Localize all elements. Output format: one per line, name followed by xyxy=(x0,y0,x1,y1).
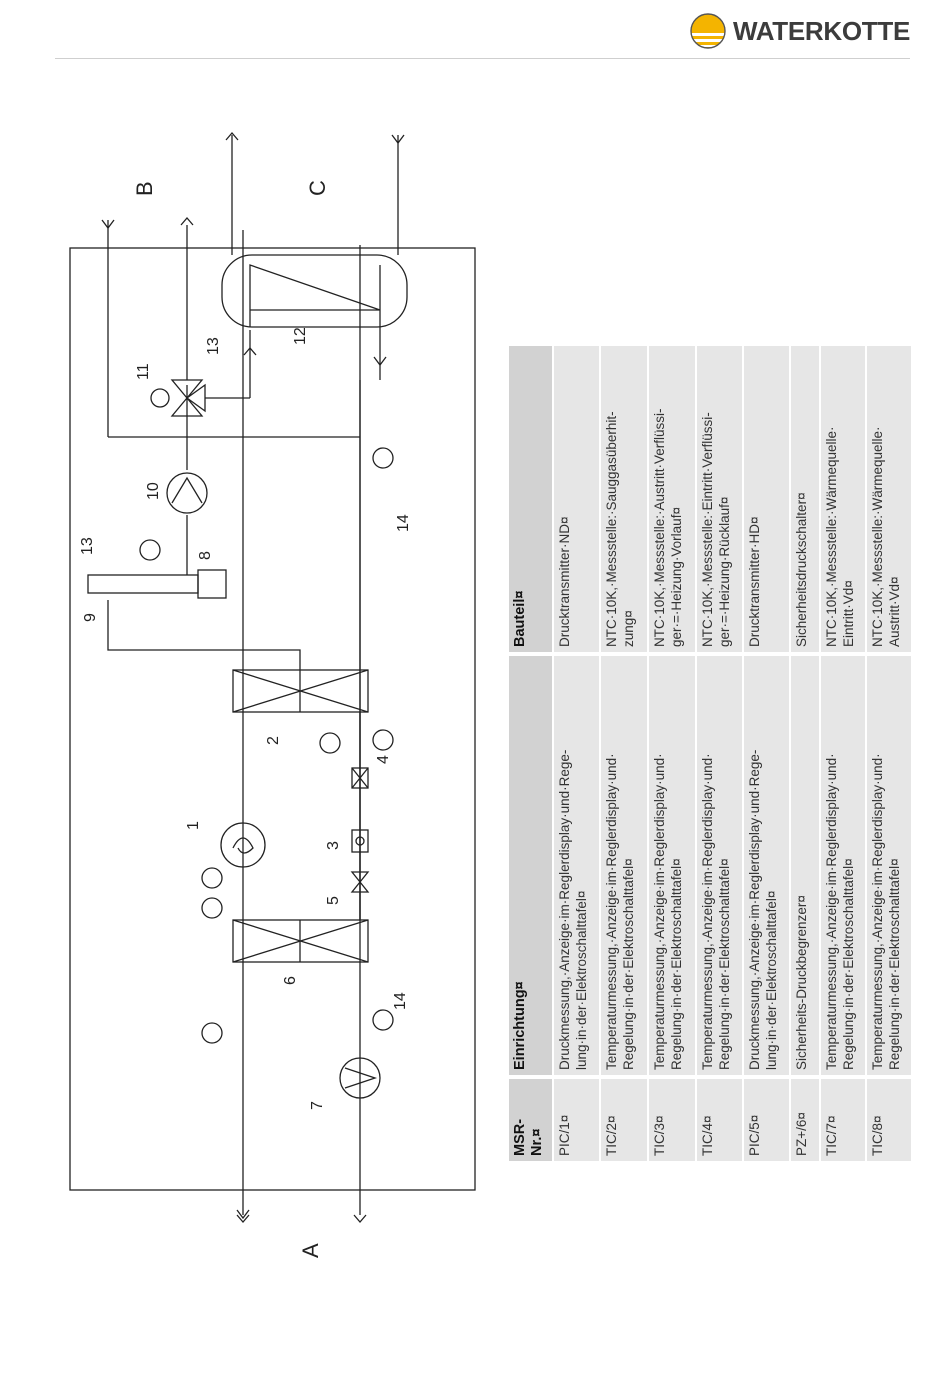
table-cell xyxy=(821,346,865,652)
table-header-cell xyxy=(509,346,552,652)
table-cell xyxy=(697,346,742,652)
table-cell xyxy=(697,1079,742,1161)
svg-text:C: C xyxy=(305,180,330,196)
table-cell-text: TIC/4¤ xyxy=(700,1115,715,1156)
svg-text:14: 14 xyxy=(392,992,409,1010)
table-cell xyxy=(649,346,695,652)
table-cell xyxy=(791,656,819,1075)
table-cell-text: NTC·10K,·Messstelle:·Wärmequelle·Eintrit… xyxy=(824,426,856,647)
table-cell-text: Drucktransmitter·HD¤ xyxy=(747,516,762,647)
table-cell xyxy=(867,346,911,652)
sun-logo-icon xyxy=(690,13,726,49)
table-cell xyxy=(554,1079,599,1161)
table-cell-text: Sicherheits-Druckbegrenzer¤ xyxy=(794,895,809,1070)
svg-text:11: 11 xyxy=(135,363,152,380)
svg-text:12: 12 xyxy=(292,327,309,345)
storage-tank-12 xyxy=(221,254,408,328)
table-cell-text: Sicherheitsdruckschalter¤ xyxy=(794,492,809,647)
table-cell xyxy=(744,346,789,652)
table-cell xyxy=(649,656,695,1075)
table-header-text: Bauteil¤ xyxy=(512,591,528,647)
svg-text:14: 14 xyxy=(395,514,412,532)
table-cell-text: TIC/2¤ xyxy=(604,1115,619,1156)
table-cell xyxy=(554,346,599,652)
header-divider xyxy=(55,58,910,59)
svg-text:13: 13 xyxy=(205,337,222,355)
piping: B C A 1 2 3 4 5 6 7 8 9 10 11 12 13 13 1… xyxy=(79,132,412,1258)
svg-text:8: 8 xyxy=(197,551,214,560)
table-cell-text: NTC·10K,·Messstelle:·Eintritt·Verflüssi-… xyxy=(700,412,732,647)
table-cell xyxy=(867,656,911,1075)
compressor-1 xyxy=(220,822,266,868)
page-header: WATERKOTTE xyxy=(0,0,950,60)
table-cell-text: PZ+/6¤ xyxy=(794,1112,809,1156)
check-valve-3 xyxy=(351,829,369,853)
table-cell-text: Temperaturmessung,·Anzeige·im·Reglerdisp… xyxy=(652,753,684,1070)
filter-4 xyxy=(351,767,369,789)
table-cell-text: Druckmessung,·Anzeige·im·Reglerdisplay·u… xyxy=(557,750,589,1070)
unit-enclosure xyxy=(69,247,476,1191)
svg-text:5: 5 xyxy=(325,896,342,905)
table-cell-text: PIC/5¤ xyxy=(747,1115,762,1156)
svg-text:10: 10 xyxy=(145,482,162,500)
table-cell xyxy=(697,656,742,1075)
table-cell-text: TIC/8¤ xyxy=(870,1115,885,1156)
table-cell xyxy=(867,1079,911,1161)
table-cell-text: Temperaturmessung,·Anzeige·im·Reglerdisp… xyxy=(604,753,636,1070)
brand-name: WATERKOTTE xyxy=(732,15,910,46)
table-cell-text: Drucktransmitter·ND¤ xyxy=(557,516,572,647)
table-cell-text: Temperaturmessung,·Anzeige·im·Reglerdisp… xyxy=(870,753,902,1070)
table-cell xyxy=(791,1079,819,1161)
table-cell-text: NTC·10K,·Messstelle:·Wärmequelle·Austrit… xyxy=(870,426,902,647)
table-cell-text: Druckmessung,·Anzeige·im·Reglerdisplay·u… xyxy=(747,750,779,1070)
table-cell-text: NTC·10K,·Messstelle:·Sauggasüberhit-zung… xyxy=(604,411,636,647)
table-cell xyxy=(744,1079,789,1161)
table-cell-text: TIC/7¤ xyxy=(824,1115,839,1156)
svg-text:7: 7 xyxy=(309,1101,326,1110)
dryer-8 xyxy=(197,569,227,599)
table-cell-text: PIC/1¤ xyxy=(557,1115,572,1156)
table-cell xyxy=(791,346,819,652)
table-cell xyxy=(821,1079,865,1161)
svg-text:1: 1 xyxy=(185,821,202,830)
table-header-text: Einrichtung¤ xyxy=(512,981,528,1070)
table-header-text: MSR-Nr.¤ xyxy=(512,1119,545,1156)
table-header-cell xyxy=(509,1079,552,1161)
table-cell-text: Temperaturmessung,·Anzeige·im·Reglerdisp… xyxy=(700,753,732,1070)
svg-text:2: 2 xyxy=(265,736,282,745)
pump-10 xyxy=(166,472,208,514)
svg-text:3: 3 xyxy=(325,841,342,850)
table-cell-text: Temperaturmessung,·Anzeige·im·Reglerdisp… xyxy=(824,753,856,1070)
table-cell xyxy=(744,656,789,1075)
table-cell xyxy=(649,1079,695,1161)
svg-text:6: 6 xyxy=(282,976,299,985)
table-cell-text: NTC·10K,·Messstelle:·Austritt·Verflüssi-… xyxy=(652,408,684,647)
pump-7 xyxy=(339,1057,381,1099)
svg-text:A: A xyxy=(298,1243,323,1258)
table-cell xyxy=(554,656,599,1075)
table-cell xyxy=(601,1079,647,1161)
table-cell xyxy=(821,656,865,1075)
table-cell xyxy=(601,656,647,1075)
table-cell xyxy=(601,346,647,652)
table-header-cell xyxy=(509,656,552,1075)
instrument-bubbles xyxy=(139,447,394,1044)
brand-logo: WATERKOTTE xyxy=(689,12,910,50)
svg-text:13: 13 xyxy=(79,537,96,555)
table-cell-text: TIC/3¤ xyxy=(652,1115,667,1156)
svg-text:4: 4 xyxy=(375,755,392,764)
svg-text:9: 9 xyxy=(82,613,99,622)
svg-text:B: B xyxy=(132,181,157,196)
